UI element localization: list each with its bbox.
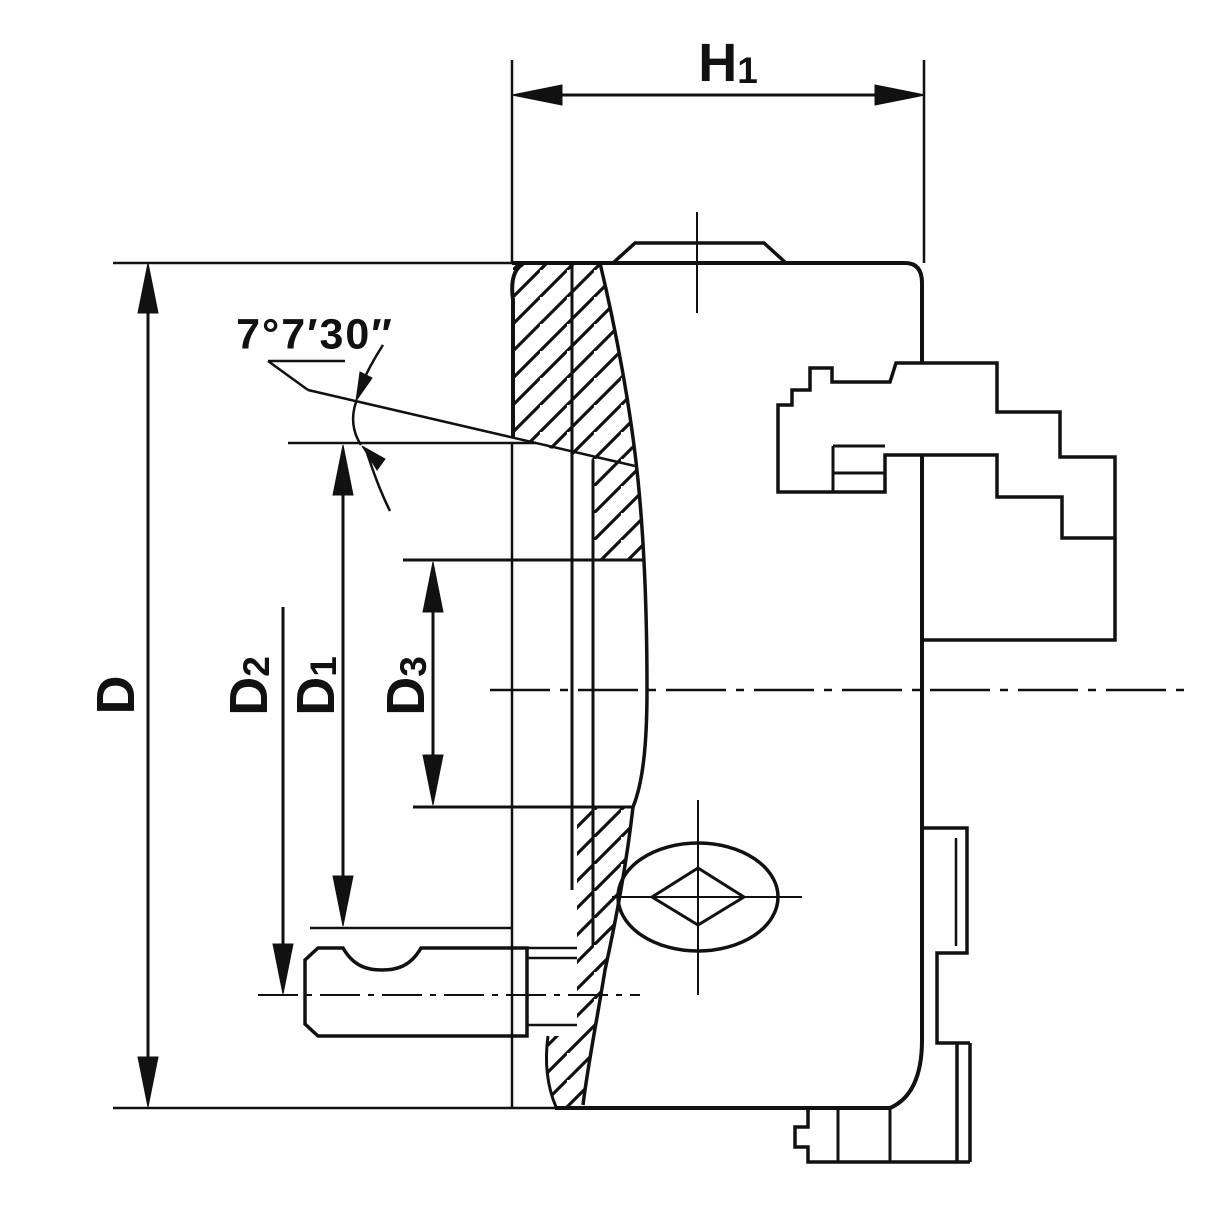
d-arrow-up (137, 262, 159, 314)
foot-outline (793, 1108, 970, 1164)
d2-arrow-down (272, 943, 294, 995)
step-profile (922, 826, 969, 1045)
d3-arrow-up (422, 561, 444, 613)
body-top-edge (512, 261, 924, 284)
label-h1-main: H (698, 33, 738, 93)
label-d2-main: D (219, 676, 279, 716)
body-right-edge (889, 283, 924, 1110)
flange-front-edge (510, 262, 525, 437)
d3-arrow-down (422, 754, 444, 806)
cap-screw (611, 212, 788, 313)
label-angle: 7°7′30″ (236, 310, 394, 359)
label-d2-sub: 2 (236, 656, 277, 677)
label-d: D (86, 675, 146, 715)
angle-arc (351, 401, 363, 446)
socket-screw (612, 800, 802, 995)
hatch-flange-upper (513, 263, 643, 560)
d1-arrow-up (332, 444, 354, 496)
hatch-flange-lower (547, 807, 633, 1107)
d-arrow-down (137, 1056, 159, 1108)
break-line (581, 262, 649, 1106)
step-rail (955, 1041, 972, 1162)
d1-arrow-down (332, 875, 354, 927)
pinion-outline (303, 946, 529, 1038)
angle-underline (267, 359, 345, 392)
label-d3-main: D (376, 676, 436, 716)
socket-crosshair (612, 800, 802, 995)
jaw-inner-lines (831, 444, 885, 492)
dimension-d (137, 262, 159, 1108)
back-mount-steps (793, 826, 972, 1164)
angle-arrow-upper (355, 371, 373, 402)
angle-annotation (267, 344, 392, 512)
label-h1-sub: 1 (737, 50, 758, 91)
pinion-leg-edge (544, 1035, 558, 1108)
label-d3-sub: 3 (393, 656, 434, 677)
jaw-assembly (776, 361, 1117, 642)
pinion (258, 946, 640, 1108)
angle-arrow-lower (361, 445, 386, 471)
dimension-d2 (272, 607, 294, 995)
pinion-shaft-lines (527, 946, 577, 1027)
jaw-outline (776, 361, 1117, 540)
taper-line (307, 388, 636, 468)
chuck-body-outline (113, 261, 924, 1110)
screw-head (611, 241, 788, 265)
dimension-h1 (510, 60, 926, 1107)
h1-arrow-right (874, 84, 926, 106)
jaw-lower-step (922, 538, 1117, 642)
label-d1-sub: 1 (303, 656, 344, 677)
h1-arrow-left (511, 84, 563, 106)
label-d1-main: D (286, 676, 346, 716)
dimension-d3 (422, 561, 444, 806)
label-d-main: D (86, 675, 146, 715)
dimension-d1 (288, 441, 536, 930)
section-hatch-areas (513, 263, 643, 1107)
foot-inner-lines (836, 1108, 892, 1162)
